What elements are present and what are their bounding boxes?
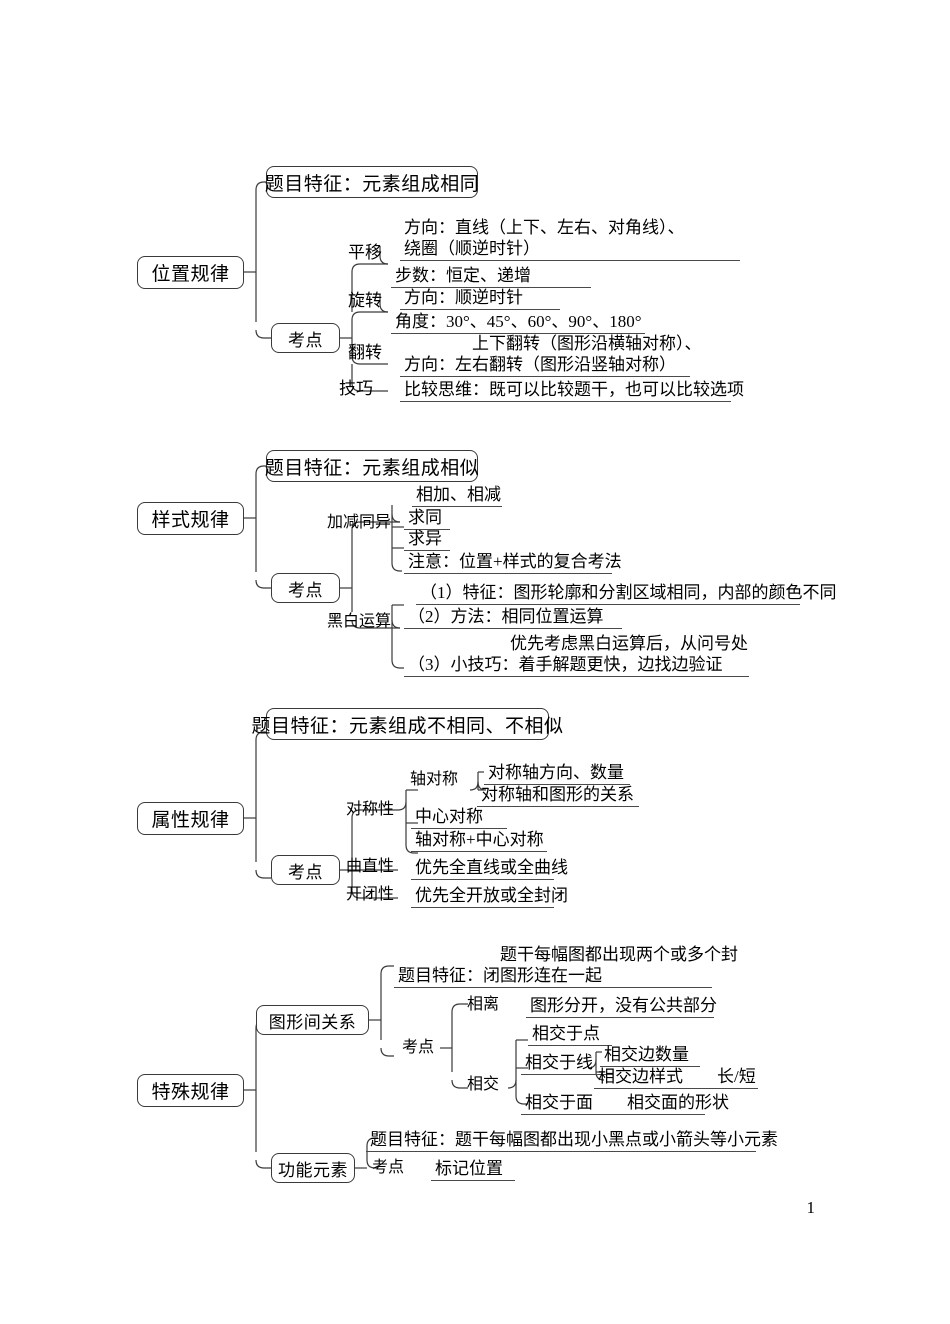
item-text-jiqiao: 比较思维：既可以比较题干，也可以比较选项 xyxy=(400,379,744,402)
root-node-style[interactable]: 样式规律 xyxy=(137,502,244,535)
branch-label-tuxing-kaodian: 考点 xyxy=(402,1039,435,1056)
item-text-kaibixing: 优先全开放或全封闭 xyxy=(411,885,568,908)
item-text-zhuyi-fuhe: 注意：位置+样式的复合考法 xyxy=(404,551,622,574)
item-text-pingyi-fangxiang: 方向：直线（上下、左右、对角线）、 绕圈（顺逆时针） xyxy=(400,217,740,261)
branch-node-gongnengyuansu[interactable]: 功能元素 xyxy=(271,1153,355,1183)
page-number: 1 xyxy=(806,1198,816,1217)
branch-node-tuxingjianguanxi[interactable]: 图形间关系 xyxy=(256,1005,369,1035)
item-label-duichengxing: 对称性 xyxy=(346,801,395,818)
item-text-xiangjiaoyuxian: 相交于线 xyxy=(521,1052,613,1075)
item-text-zhouzhongduicheng: 轴对称+中心对称 xyxy=(411,829,547,852)
feature-node-style[interactable]: 题目特征：元素组成相似 xyxy=(265,450,479,482)
root-node-position[interactable]: 位置规律 xyxy=(137,256,244,289)
root-node-special[interactable]: 特殊规律 xyxy=(137,1074,244,1107)
feature-text-tuxingjianguanxi: 题干每幅图都出现两个或多个封 题目特征：闭图形连在一起 xyxy=(394,944,738,988)
feature-node-attribute[interactable]: 题目特征：元素组成不相同、不相似 xyxy=(252,708,563,740)
item-label-quzhixing: 曲直性 xyxy=(346,858,395,875)
item-label-jiqiao: 技巧 xyxy=(339,379,373,398)
item-text-xiangjiaobianshuliang: 相交边数量 xyxy=(600,1044,700,1067)
item-label-jiajiantongyi: 加减同异 xyxy=(327,514,392,531)
item-text-xiangjiaxiangjian: 相加、相减 xyxy=(412,484,502,507)
item-text-zhongxinduicheng: 中心对称 xyxy=(411,806,507,829)
item-label-fanzhuan: 翻转 xyxy=(348,343,382,362)
item-text-heibai-fangfa: （2）方法：相同位置运算 xyxy=(404,606,622,629)
item-text-xiangjiaobianyangshi: 相交边样式 长/短 xyxy=(594,1066,758,1089)
item-text-heibai-tezheng: （1）特征：图形轮廓和分割区域相同，内部的颜色不同 xyxy=(416,582,837,605)
item-text-quzhixing: 优先全直线或全曲线 xyxy=(411,857,568,880)
feature-node-position[interactable]: 题目特征：元素组成相同 xyxy=(265,166,479,198)
item-text-heibai-xiaojiqiao: 优先考虑黑白运算后，从问号处 （3）小技巧：着手解题更快，边找边验证 xyxy=(404,633,749,677)
item-label-xiangli: 相离 xyxy=(467,996,500,1013)
item-label-xiangjiao: 相交 xyxy=(467,1076,500,1093)
branch-node-position-kaodian[interactable]: 考点 xyxy=(271,323,340,353)
root-node-attribute[interactable]: 属性规律 xyxy=(137,802,244,835)
item-text-xuanzhuan-fangxiang: 方向：顺逆时针 xyxy=(400,287,560,310)
item-text-qiutong: 求同 xyxy=(404,507,450,530)
item-text-qiuyi: 求异 xyxy=(404,528,450,551)
item-text-biaojiweizhi: 标记位置 xyxy=(431,1158,515,1181)
branch-label-gongneng-kaodian: 考点 xyxy=(372,1159,405,1176)
item-label-heibaiyunsuan: 黑白运算 xyxy=(327,613,392,630)
item-text-duichengzhou-fangxiang: 对称轴方向、数量 xyxy=(484,762,630,785)
item-label-pingyi: 平移 xyxy=(348,243,382,262)
item-label-kaibixing: 开闭性 xyxy=(346,886,395,903)
item-text-xiangjiaoyudian: 相交于点 xyxy=(528,1023,612,1046)
item-text-duichengzhou-guanxi: 对称轴和图形的关系 xyxy=(477,784,639,807)
item-text-xuanzhuan-jiaodu: 角度：30°、45°、60°、90°、180° xyxy=(391,311,645,334)
item-text-pingyi-bushu: 步数：恒定、递增 xyxy=(391,265,591,288)
item-text-xiangjiaoyumian: 相交于面 相交面的形状 xyxy=(521,1092,729,1115)
branch-node-style-kaodian[interactable]: 考点 xyxy=(271,573,340,603)
item-label-zhouduicheng: 轴对称 xyxy=(410,771,459,788)
feature-text-gongnengyuansu: 题目特征：题干每幅图都出现小黑点或小箭头等小元素 xyxy=(366,1129,778,1152)
item-text-xiangli: 图形分开，没有公共部分 xyxy=(526,995,717,1018)
item-text-fanzhuan-fangxiang: 上下翻转（图形沿横轴对称）、 方向：左右翻转（图形沿竖轴对称） xyxy=(400,333,702,377)
item-label-xuanzhuan: 旋转 xyxy=(348,291,382,310)
branch-node-attribute-kaodian[interactable]: 考点 xyxy=(271,855,340,885)
